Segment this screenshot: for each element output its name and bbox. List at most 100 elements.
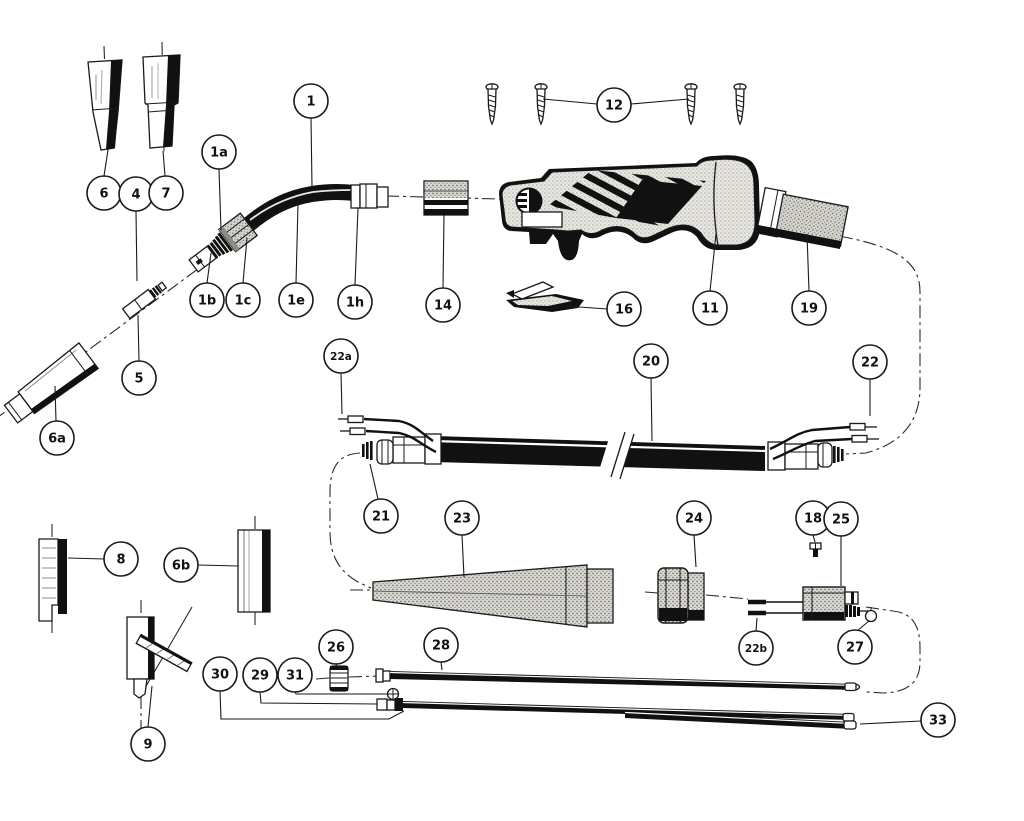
callout-circle-1e — [278, 282, 314, 318]
part-1h-end-sleeve — [350, 183, 389, 209]
callout-circle-33 — [920, 702, 956, 738]
callout-circle-1c — [225, 282, 261, 318]
callout-5: 5 — [121, 314, 157, 396]
leader-line-9 — [147, 685, 153, 728]
leader-line-7 — [162, 150, 166, 177]
callout-label-28: 28 — [432, 639, 450, 654]
part-8-sleeve — [38, 538, 67, 622]
callout-21: 21 — [363, 463, 399, 534]
part-7-nozzle — [142, 54, 181, 149]
callout-25: 25 — [823, 501, 859, 586]
part-1b-neck-threads — [188, 212, 259, 273]
callout-33: 33 — [859, 702, 956, 738]
callout-label-7: 7 — [161, 187, 170, 202]
callout-circle-6a — [39, 420, 75, 456]
callout-label-30: 30 — [211, 668, 229, 683]
leader-line-1c — [242, 237, 248, 284]
leader-line-19 — [806, 233, 810, 292]
callout-12: 12 — [542, 87, 690, 123]
callout-label-6a: 6a — [48, 432, 66, 447]
part-27-ball — [864, 607, 878, 623]
callout-circle-16 — [606, 291, 642, 327]
part-5-contact-tip — [121, 281, 168, 320]
callout-7: 7 — [148, 150, 184, 211]
callout-29: 29 — [242, 657, 378, 705]
callout-19: 19 — [791, 233, 827, 326]
callout-label-29: 29 — [251, 669, 269, 684]
leader-line-16 — [565, 305, 608, 310]
leader-line-21 — [369, 463, 379, 500]
callout-4: 4 — [118, 176, 154, 282]
leader-line-27 — [856, 620, 870, 632]
callout-label-14: 14 — [434, 299, 452, 314]
part-24-nut — [657, 567, 705, 624]
part-22-wires — [769, 422, 879, 461]
callout-label-12: 12 — [605, 99, 623, 114]
part-22a-wires — [338, 415, 437, 454]
callout-6: 6 — [86, 149, 122, 211]
leader-line-22b — [755, 617, 758, 632]
callout-1h: 1h — [337, 207, 373, 320]
part-9-tube — [126, 606, 193, 699]
leader-line-29 — [259, 691, 378, 705]
leader-line-5 — [137, 314, 140, 362]
cable-break-mark — [597, 432, 634, 479]
callout-label-5: 5 — [134, 372, 143, 387]
callout-label-11: 11 — [701, 302, 719, 317]
leader-line-11 — [709, 233, 717, 292]
part-6-nozzle — [87, 59, 123, 151]
leader-line-6b — [197, 564, 239, 567]
callout-circle-25 — [823, 501, 859, 537]
callout-label-6: 6 — [99, 187, 108, 202]
callout-22b: 22b — [738, 617, 774, 666]
part-22b-pins — [748, 599, 806, 616]
part-31-cross-screw — [386, 687, 400, 701]
callout-circle-29 — [242, 657, 278, 693]
callout-1e: 1e — [278, 203, 314, 318]
leader-line-8 — [67, 557, 105, 560]
part-14-connector-block — [423, 180, 469, 216]
leader-line-1a — [218, 168, 222, 231]
callout-circle-14 — [425, 287, 461, 323]
callout-label-6b: 6b — [172, 559, 190, 574]
part-18-set-screw — [809, 542, 822, 557]
callout-label-1: 1 — [306, 95, 315, 110]
leader-line-12 — [630, 98, 690, 105]
callout-label-9: 9 — [143, 738, 152, 753]
callout-circle-19 — [791, 290, 827, 326]
part-25-connector — [748, 586, 878, 623]
callout-20: 20 — [633, 343, 669, 442]
callout-label-19: 19 — [800, 302, 818, 317]
callout-16: 16 — [565, 291, 642, 327]
callout-circle-6b — [163, 547, 199, 583]
callout-27: 27 — [837, 620, 873, 665]
leader-line-6 — [103, 149, 109, 177]
leader-line-1b — [206, 252, 212, 284]
callout-9: 9 — [130, 685, 166, 762]
callout-circle-8 — [103, 541, 139, 577]
callout-6a: 6a — [39, 385, 75, 456]
callout-circle-1h — [337, 284, 373, 320]
leader-line-20 — [650, 377, 653, 442]
leader-line-1 — [310, 117, 313, 188]
callout-circle-20 — [633, 343, 669, 379]
part-20-cable-assembly — [338, 415, 879, 480]
callout-1b: 1b — [189, 252, 225, 318]
callout-31: 31 — [277, 657, 387, 695]
callout-label-1b: 1b — [198, 294, 216, 309]
callout-label-21: 21 — [372, 510, 390, 525]
callout-circle-22a — [323, 338, 359, 374]
callout-label-1c: 1c — [235, 294, 252, 309]
callout-label-31: 31 — [286, 669, 304, 684]
part-28-rod — [375, 668, 861, 692]
callout-label-18: 18 — [804, 512, 822, 527]
leader-line-4 — [135, 210, 138, 282]
part-6b-sleeve — [237, 529, 271, 613]
leader-line-24 — [693, 534, 697, 568]
callout-circle-7 — [148, 175, 184, 211]
callout-14: 14 — [425, 214, 461, 323]
callout-circle-27 — [837, 629, 873, 665]
callout-24: 24 — [676, 500, 712, 568]
